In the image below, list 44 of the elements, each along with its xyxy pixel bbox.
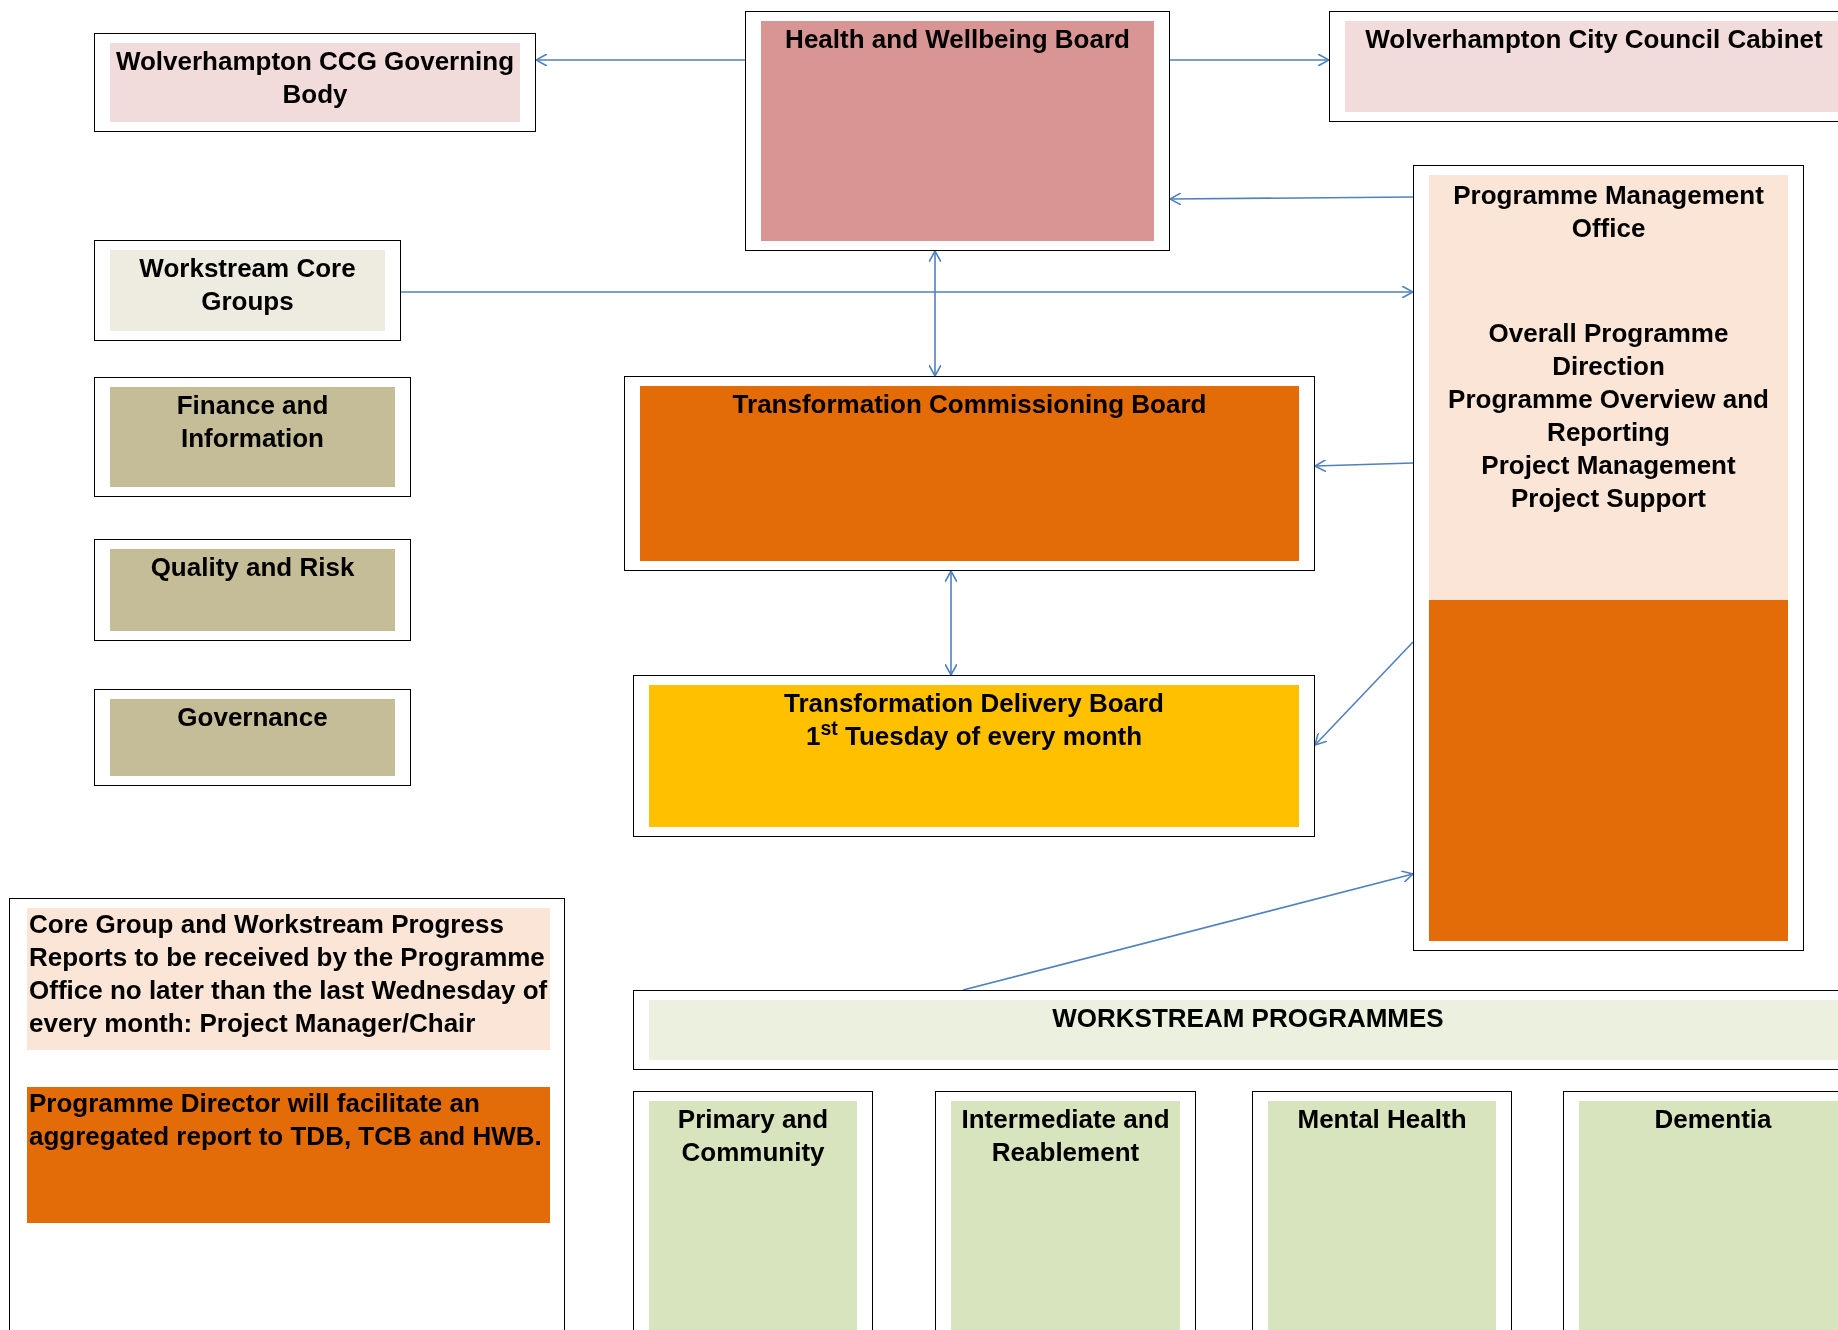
arrow	[1169, 192, 1414, 206]
box-label: Wolverhampton City Council Cabinet	[1364, 23, 1824, 56]
arrow	[928, 250, 942, 377]
note-text: Core Group and Workstream Progress Reports to be received by the Programme Office no later than the last Wednesday of every month: Project Manager/Chair	[27, 908, 550, 1050]
box-label: Wolverhampton CCG Governing Body	[114, 45, 516, 111]
box-label: Project Support	[1510, 482, 1707, 515]
box-label: 1$^{st}$ Tuesday of every month	[804, 720, 1144, 753]
process-box	[94, 240, 401, 341]
process-box	[94, 377, 411, 497]
arrow	[1169, 53, 1330, 67]
box-label: Intermediate and Reablement	[960, 1103, 1171, 1169]
box-label: Quality and Risk	[149, 551, 356, 584]
box-label: Transformation Delivery Board	[783, 687, 1165, 720]
box-label: Finance and Information	[175, 389, 330, 455]
process-box	[745, 11, 1170, 251]
arrow	[400, 285, 1414, 299]
arrow	[1314, 458, 1414, 473]
process-box	[1252, 1091, 1512, 1330]
process-box	[9, 898, 565, 1330]
process-box	[94, 689, 411, 786]
box-label: Mental Health	[1296, 1103, 1468, 1136]
box-label: Health and Wellbeing Board	[784, 23, 1131, 56]
box-label: WORKSTREAM PROGRAMMES	[1051, 1002, 1445, 1035]
box-label: Project Management	[1480, 449, 1737, 482]
box-label: Transformation Commissioning Board	[731, 388, 1208, 421]
box-label: Governance	[176, 701, 329, 734]
box-label: Programme Management Office	[1452, 179, 1765, 245]
process-box	[935, 1091, 1196, 1330]
arrow	[944, 570, 958, 676]
process-box	[94, 539, 411, 641]
box-label: Dementia	[1653, 1103, 1773, 1136]
process-box	[633, 990, 1838, 1070]
process-box	[1329, 11, 1838, 122]
box-label: Programme Overview and Reporting	[1447, 383, 1770, 449]
arrow	[1314, 641, 1414, 746]
process-box	[94, 33, 536, 132]
box-label: Overall Programme Direction	[1487, 317, 1730, 383]
arrow	[535, 53, 746, 67]
box-label: Primary and Community	[676, 1103, 830, 1169]
note-text: Programme Director will facilitate an aggregated report to TDB, TCB and HWB.	[27, 1087, 550, 1223]
arrow	[962, 870, 1414, 991]
process-box	[633, 675, 1315, 837]
box-label: Workstream Core Groups	[138, 252, 357, 318]
process-box	[633, 1091, 873, 1330]
